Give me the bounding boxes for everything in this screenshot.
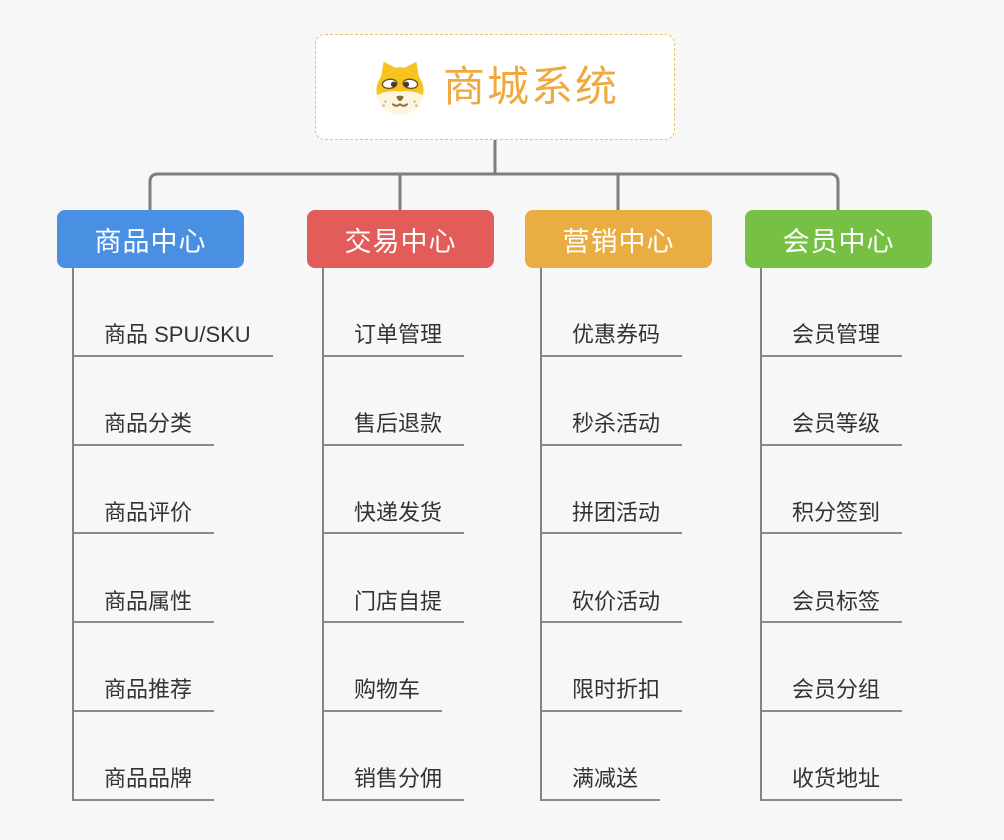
branch-items-trade: 订单管理 售后退款 快递发货 门店自提 购物车 销售分佣: [322, 268, 465, 801]
shiba-dog-icon: [376, 61, 424, 115]
leaf-label: 限时折扣: [572, 677, 661, 703]
leaf-node[interactable]: 拼团活动: [542, 446, 683, 535]
branch-bus-line: [148, 172, 840, 210]
branch-items-member: 会员管理 会员等级 积分签到 会员标签 会员分组 收货地址: [760, 268, 903, 801]
leaf-node[interactable]: 商品推荐: [74, 623, 215, 712]
leaf-node[interactable]: 优惠券码: [542, 268, 683, 357]
leaf-node[interactable]: 商品评价: [74, 446, 215, 535]
leaf-label: 商品推荐: [104, 677, 193, 703]
branch-column-product: 商品中心 商品 SPU/SKU 商品分类 商品评价 商品属性 商品推荐 商品品牌: [57, 210, 307, 801]
leaf-node[interactable]: 售后退款: [324, 357, 465, 446]
leaf-label: 订单管理: [354, 322, 443, 348]
leaf-node[interactable]: 销售分佣: [324, 712, 465, 801]
leaf-label: 商品分类: [104, 411, 193, 437]
leaf-label: 砍价活动: [572, 588, 661, 614]
leaf-label: 积分签到: [792, 499, 881, 525]
leaf-node[interactable]: 商品分类: [74, 357, 215, 446]
branch-column-marketing: 营销中心 优惠券码 秒杀活动 拼团活动 砍价活动 限时折扣 满减送: [525, 210, 775, 801]
leaf-label: 商品 SPU/SKU: [104, 322, 251, 348]
leaf-label: 会员管理: [792, 322, 881, 348]
branch-node-member[interactable]: 会员中心: [745, 210, 932, 268]
leaf-node[interactable]: 收货地址: [762, 712, 903, 801]
leaf-label: 优惠券码: [572, 322, 661, 348]
leaf-label: 会员等级: [792, 411, 881, 437]
leaf-label: 商品品牌: [104, 766, 193, 792]
leaf-node[interactable]: 商品 SPU/SKU: [74, 268, 273, 357]
leaf-node[interactable]: 秒杀活动: [542, 357, 683, 446]
leaf-node[interactable]: 购物车: [324, 623, 443, 712]
leaf-node[interactable]: 会员管理: [762, 268, 903, 357]
branch-column-member: 会员中心 会员管理 会员等级 积分签到 会员标签 会员分组 收货地址: [745, 210, 995, 801]
root-title: 商城系统: [442, 63, 619, 110]
leaf-label: 秒杀活动: [572, 411, 661, 437]
leaf-label: 购物车: [354, 677, 421, 703]
leaf-label: 满减送: [572, 766, 639, 792]
leaf-label: 快递发货: [354, 499, 443, 525]
leaf-label: 门店自提: [354, 588, 443, 614]
leaf-label: 商品属性: [104, 588, 193, 614]
leaf-label: 销售分佣: [354, 766, 443, 792]
leaf-label: 拼团活动: [572, 499, 661, 525]
root-node[interactable]: 商城系统: [315, 34, 675, 140]
leaf-node[interactable]: 商品品牌: [74, 712, 215, 801]
leaf-node[interactable]: 门店自提: [324, 534, 465, 624]
leaf-label: 商品评价: [104, 499, 193, 525]
branch-node-marketing[interactable]: 营销中心: [525, 210, 712, 268]
leaf-node[interactable]: 商品属性: [74, 534, 215, 624]
leaf-node[interactable]: 会员等级: [762, 357, 903, 446]
branch-node-product[interactable]: 商品中心: [57, 210, 244, 268]
leaf-node[interactable]: 积分签到: [762, 446, 903, 535]
branch-node-trade[interactable]: 交易中心: [307, 210, 494, 268]
branch-items-product: 商品 SPU/SKU 商品分类 商品评价 商品属性 商品推荐 商品品牌: [72, 268, 273, 801]
leaf-label: 售后退款: [354, 411, 443, 437]
branch-column-trade: 交易中心 订单管理 售后退款 快递发货 门店自提 购物车 销售分佣: [307, 210, 557, 801]
leaf-label: 收货地址: [792, 766, 881, 792]
branch-items-marketing: 优惠券码 秒杀活动 拼团活动 砍价活动 限时折扣 满减送: [540, 268, 683, 801]
leaf-node[interactable]: 限时折扣: [542, 623, 683, 712]
leaf-label: 会员分组: [792, 677, 881, 703]
leaf-node[interactable]: 订单管理: [324, 268, 465, 357]
leaf-label: 会员标签: [792, 588, 881, 614]
leaf-node[interactable]: 会员分组: [762, 623, 903, 712]
leaf-node[interactable]: 快递发货: [324, 446, 465, 535]
leaf-node[interactable]: 砍价活动: [542, 534, 683, 624]
leaf-node[interactable]: 满减送: [542, 712, 661, 801]
leaf-node[interactable]: 会员标签: [762, 534, 903, 624]
